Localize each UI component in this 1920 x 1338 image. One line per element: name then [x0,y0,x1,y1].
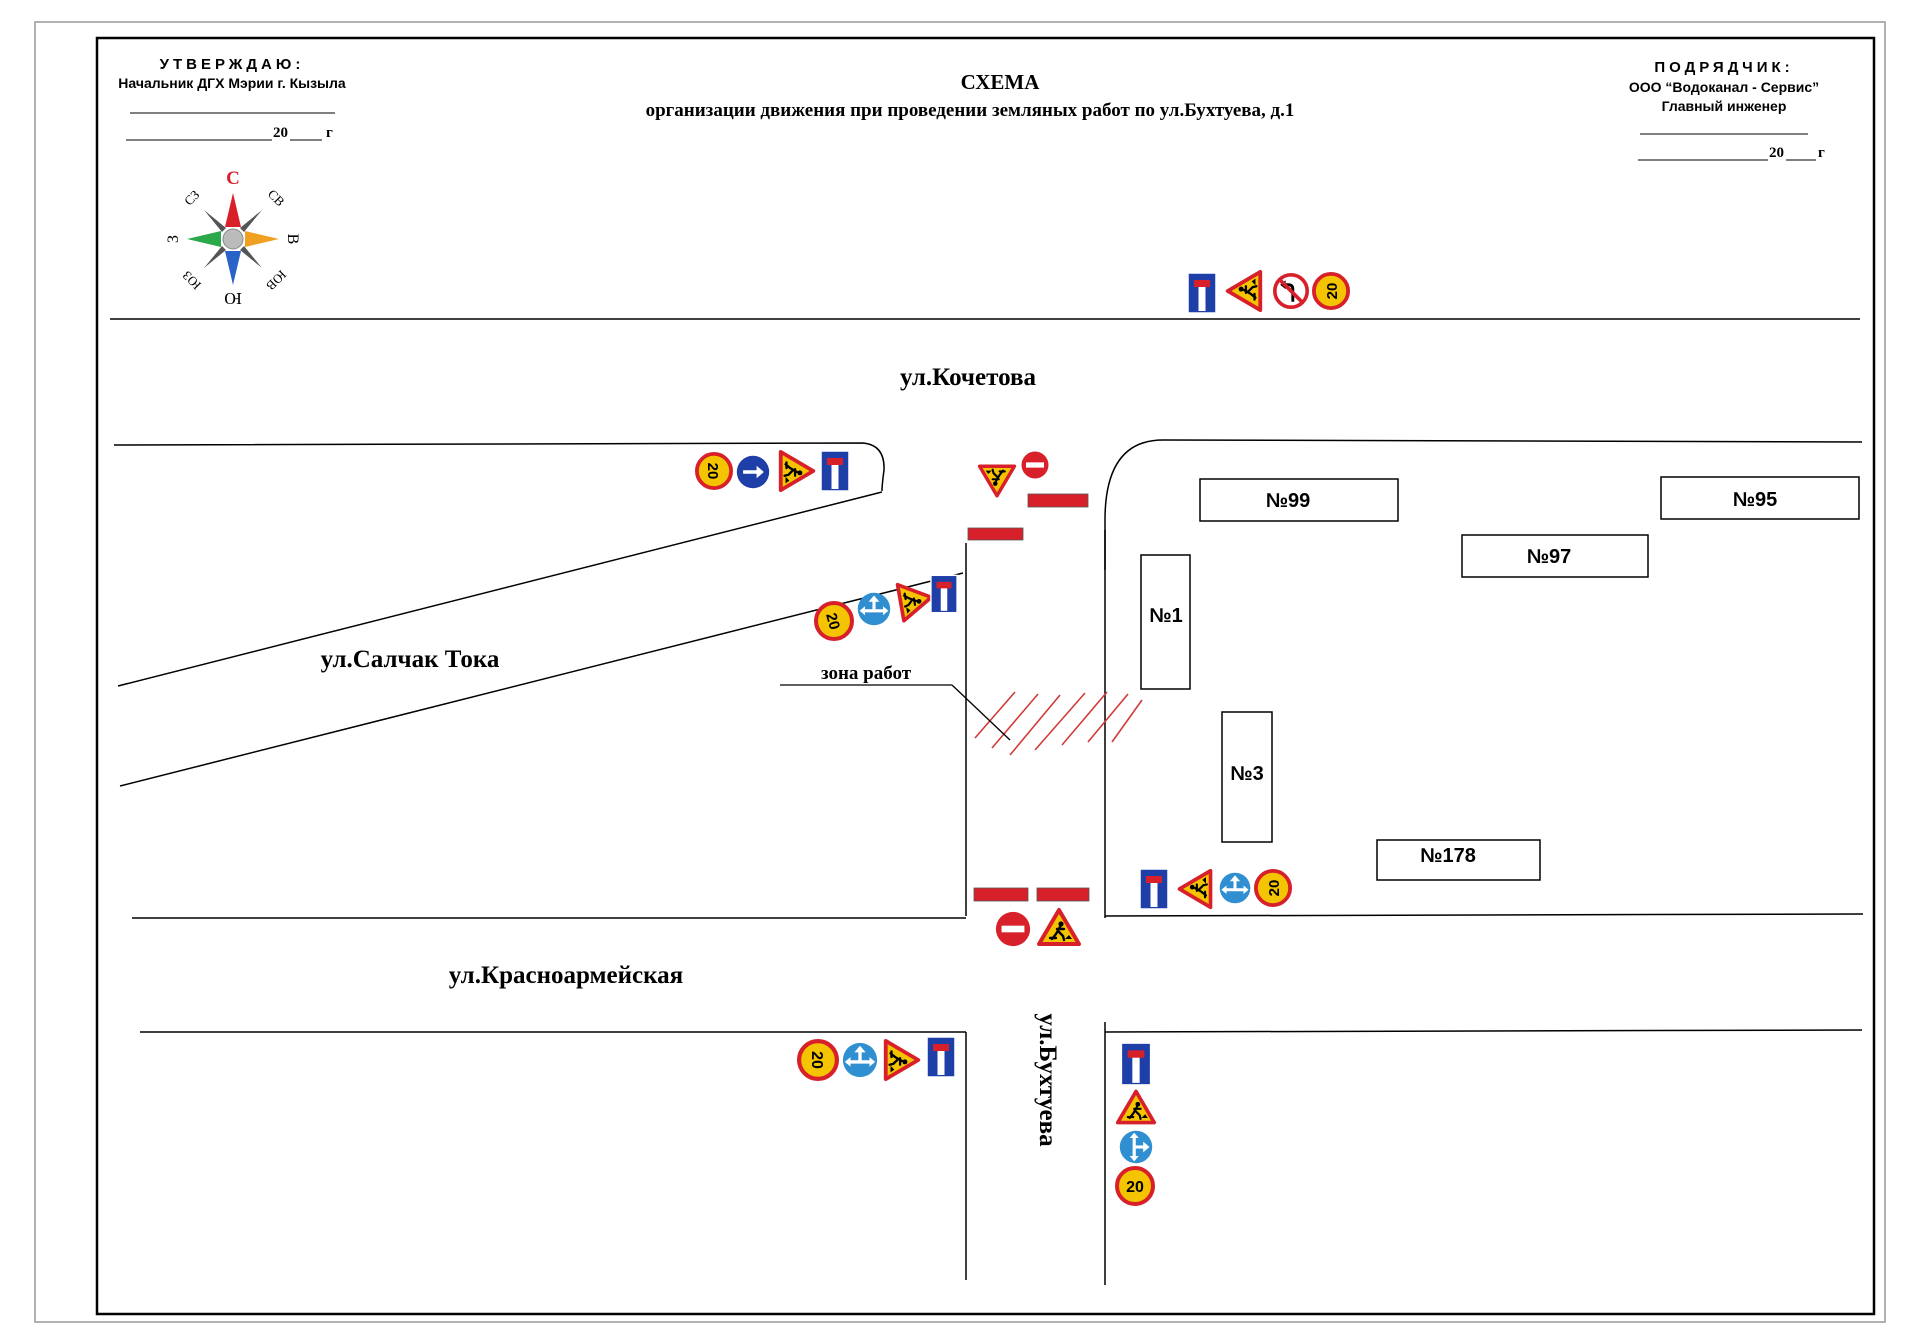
street-label-kochetova: ул.Кочетова [900,364,1036,391]
sign-group-kochetova-top: 20 [1187,269,1350,314]
street-label-krasnoarmeyskaya: ул.Красноармейская [449,962,683,989]
outer-frame [34,21,1886,1323]
speed-limit-value: 20 [808,1051,825,1069]
contractor-heading: ПОДРЯДЧИК: [1654,59,1793,76]
compass-needle-nw [204,210,226,232]
barrier-north-east [1027,493,1089,508]
building-1-label: №1 [1149,605,1182,627]
contractor-position: Главный инженер [1662,98,1787,114]
contractor-company: ООО “Водоканал - Сервис” [1629,79,1819,95]
sign-group-krasnoarmeyskaya-sw: 20 [799,1036,956,1082]
building-95 [1660,476,1860,520]
contractor-year-prefix: 20 [1769,145,1784,161]
building-97-label: №97 [1527,546,1572,568]
building-1 [1140,554,1191,690]
compass-label-sw: ЮЗ [179,268,204,293]
no-entry-sign-icon [1021,451,1049,479]
sign-group-bukhtueva-south [995,910,1079,947]
compass-label-w: З [165,235,182,243]
direction-arrow-sign-icon [735,454,771,490]
detour-arrows-sign-icon [1218,871,1252,905]
barrier-north-west [967,527,1024,541]
salchak-toka-north-edge [117,491,883,687]
contractor-year-suffix: г [1818,145,1825,161]
kochetova-south-edge-east [1104,439,1863,570]
krasnoarmeyskaya-north-edge-east [1104,913,1864,917]
compass-needle-south [225,251,241,285]
building-3 [1221,711,1273,843]
road-works-sign-icon [1177,868,1213,910]
compass-needle-sw [204,246,226,268]
road-works-sign-icon [1039,910,1079,944]
detour-arrows-sign-icon [1118,1129,1154,1165]
building-3-label: №3 [1230,763,1263,785]
speed-limit-value: 20 [1126,1179,1144,1196]
approval-heading: УТВЕРЖДАЮ: [160,56,305,73]
compass-label-n: С [226,168,240,189]
road-works-sign-icon [1225,269,1263,313]
work-zone-label: зона работ [821,663,912,684]
sign-group-bukhtueva-se: 20 [1115,1042,1157,1206]
compass-rose: С Ю В З СВ СЗ ЮВ ЮЗ [165,168,301,308]
dead-end-sign-icon [1120,1042,1152,1086]
barrier-south-east [1036,887,1090,902]
no-left-turn-sign-icon [1273,273,1309,309]
approval-position: Начальник ДГХ Мэрии г. Кызыла [118,75,346,91]
approval-year-suffix: г [326,125,333,141]
road-lines [110,318,1864,1285]
inner-frame [95,36,1876,1316]
street-label-salchak-toka: ул.Салчак Тока [321,646,500,673]
building-178-label: №178 [1420,845,1476,867]
barriers [967,493,1090,902]
work-zone-hatch [974,691,1143,756]
speed-limit-value: 20 [822,611,843,632]
compass-label-nw: СЗ [181,187,202,208]
dead-end-sign-icon [926,1036,956,1078]
compass-needle-se [240,246,262,268]
compass-needle-north [225,193,241,227]
compass-label-s: Ю [224,289,241,308]
dead-end-sign-icon [1139,868,1169,910]
work-zone-leader-diagonal [951,684,1011,741]
speed-limit-value: 20 [704,463,721,480]
road-works-sign-icon [883,1038,921,1082]
speed-limit-value: 20 [1324,283,1341,300]
kochetova-south-edge-west [113,442,885,492]
buildings [1140,476,1860,881]
road-works-sign-icon [977,464,1017,498]
compass-needle-west [187,231,221,247]
sign-group-bukhtueva-north [977,451,1049,498]
dead-end-sign-icon [930,574,958,614]
page-subtitle: организации движения при проведении земл… [646,100,1295,121]
dead-end-sign-icon [1187,272,1217,314]
compass-label-ne: СВ [265,186,288,209]
detour-arrows-sign-icon [856,591,892,627]
compass-label-se: ЮВ [263,267,289,293]
no-entry-sign-icon [995,911,1031,947]
street-label-bukhtueva: ул.Бухтуева [1034,1013,1061,1147]
dead-end-sign-icon [820,450,850,492]
barrier-south-west [973,887,1029,902]
detour-arrows-sign-icon [841,1041,879,1079]
compass-needle-east [245,231,279,247]
page-title: СХЕМА [961,70,1041,94]
compass-needle-ne [240,210,262,232]
speed-limit-value: 20 [1266,880,1283,897]
road-works-sign-icon [778,449,816,493]
compass-label-e: В [284,234,301,245]
approval-year-prefix: 20 [273,125,288,141]
krasnoarmeyskaya-south-edge-east [1104,1029,1863,1033]
building-97 [1461,534,1649,578]
road-works-sign-icon [1115,1089,1157,1125]
building-178 [1376,839,1541,881]
building-99 [1199,478,1399,522]
compass-center [222,228,244,250]
building-95-label: №95 [1733,489,1778,511]
sign-group-salchak-middle: 20 [814,574,958,641]
sign-group-salchak-west: 20 [695,449,850,493]
building-99-label: №99 [1266,490,1311,512]
sign-group-krasnoarmeyskaya-ne: 20 [1139,868,1292,910]
